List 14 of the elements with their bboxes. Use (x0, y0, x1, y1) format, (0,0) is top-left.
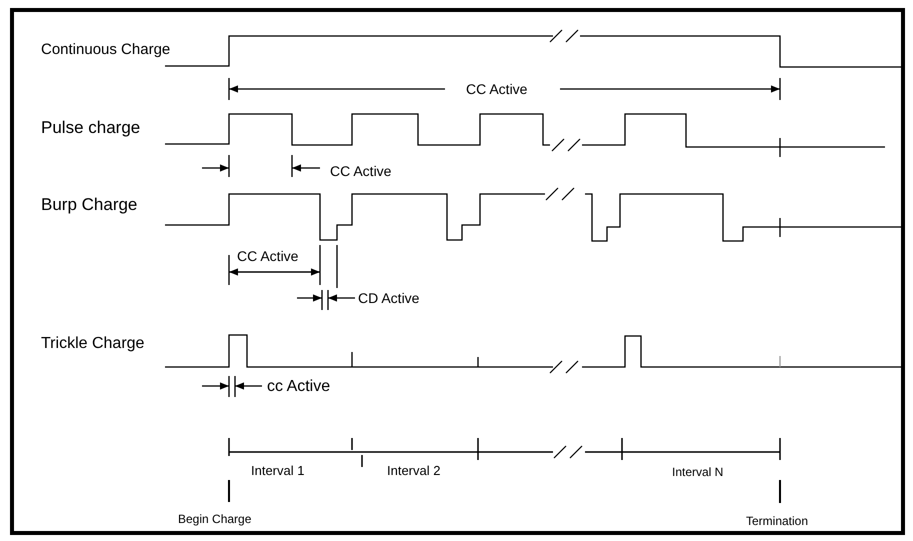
dimension-label: cc Active (267, 379, 330, 395)
row-label: Pulse charge (41, 119, 140, 136)
interval-label: Interval N (672, 466, 724, 478)
row-label: Continuous Charge (41, 42, 170, 57)
dimension-label: CD Active (358, 291, 420, 305)
axis-label: Begin Charge (178, 513, 252, 525)
row-label: Burp Charge (41, 196, 138, 213)
axis-label: Termination (746, 515, 808, 527)
interval-label: Interval 1 (251, 464, 304, 477)
dimension-label: CC Active (330, 164, 392, 178)
row-label: Trickle Charge (41, 336, 144, 352)
dimension-label: CC Active (466, 82, 528, 96)
dimension-label: CC Active (237, 249, 298, 263)
interval-label: Interval 2 (387, 464, 440, 477)
